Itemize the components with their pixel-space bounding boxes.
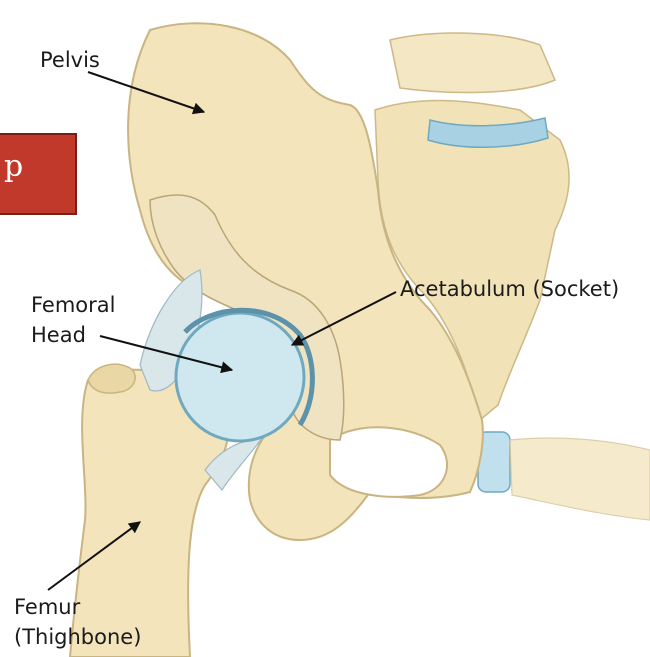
femoral-head-label-line2: Head [31, 322, 86, 348]
slide-tab-text: p [4, 149, 23, 184]
opposite-pubis [510, 438, 650, 520]
vertebra [390, 33, 555, 92]
greater-trochanter [88, 364, 135, 393]
femoral-head-label-line1: Femoral [31, 292, 116, 318]
pelvis-label: Pelvis [40, 47, 100, 73]
acetabulum-label: Acetabulum (Socket) [400, 276, 619, 302]
femoral-head-cartilage [176, 313, 304, 441]
femur-label-line2: (Thighbone) [14, 624, 141, 650]
slide-tab: p [0, 133, 77, 215]
femur-label-line1: Femur [14, 594, 80, 620]
